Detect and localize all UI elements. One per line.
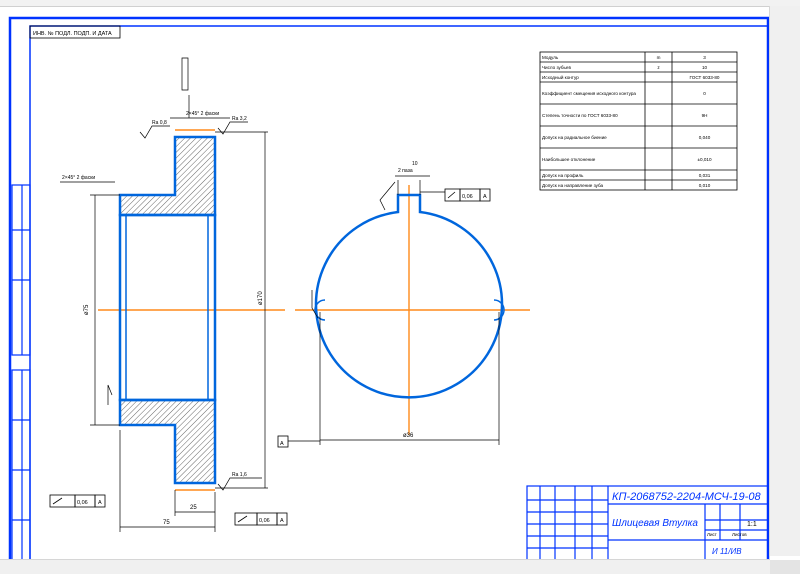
top-left-stamp-text: ИНВ. № ПОДЛ. ПОДП. И ДАТА bbox=[33, 31, 112, 37]
roughness-top-right-label: Ra 3,2 bbox=[232, 116, 247, 122]
param-name: Модуль bbox=[542, 55, 559, 60]
tolerance-frame-left: 0,06 А bbox=[49, 494, 106, 508]
part-name: Шлицевая Втулка bbox=[612, 518, 698, 529]
param-name: Наибольшее отклонение bbox=[542, 157, 596, 162]
roughness-top-label: Ra 0,8 bbox=[152, 120, 167, 126]
drawing-scale: 1:1 bbox=[747, 521, 757, 528]
tolerance-frame-right: 0,06 А bbox=[444, 188, 491, 202]
param-value: 10 bbox=[702, 65, 708, 70]
param-value: 0,031 bbox=[699, 173, 711, 178]
hub-width-label: 25 bbox=[190, 505, 197, 511]
keyway-width-label: 10 bbox=[412, 161, 418, 167]
horizontal-scrollbar[interactable] bbox=[0, 559, 770, 574]
hatch-upper bbox=[118, 135, 217, 217]
inner-diameter-label: ø75 bbox=[84, 304, 90, 315]
viewer-top-bar bbox=[0, 0, 800, 7]
param-value: ГОСТ 6033-80 bbox=[690, 75, 720, 80]
sheet-border bbox=[8, 16, 770, 560]
outer-diameter-label: ø170 bbox=[258, 291, 264, 305]
svg-text:0,06: 0,06 bbox=[77, 500, 88, 506]
param-name: Коэффициент смещения исходного контура bbox=[542, 91, 636, 96]
group-code: И 11/ИВ bbox=[712, 547, 742, 556]
svg-text:А: А bbox=[98, 500, 102, 506]
left-side-stamp bbox=[11, 184, 31, 560]
param-name: Допуск на радиальное биение bbox=[542, 135, 607, 140]
chamfer-left-label: 2×45° 2 фаски bbox=[62, 175, 95, 181]
chamfer-top-label: 2×45° 2 фаски bbox=[186, 111, 219, 117]
drawing-designation: КП-2068752-2204-МСЧ-19-08 bbox=[612, 491, 761, 503]
param-name: Исходный контур bbox=[542, 74, 579, 80]
roughness-bottom-label: Ra 1,6 bbox=[232, 472, 247, 478]
datum-box: А bbox=[277, 435, 320, 448]
sheets-label: Листов bbox=[732, 532, 747, 537]
svg-text:0,06: 0,06 bbox=[462, 194, 473, 200]
param-value: 0 bbox=[703, 91, 706, 96]
param-value: 9H bbox=[702, 113, 708, 118]
top-left-stamp bbox=[29, 25, 121, 39]
svg-text:0,06: 0,06 bbox=[259, 518, 270, 524]
svg-text:А: А bbox=[280, 441, 284, 447]
param-symbol: m bbox=[657, 55, 661, 60]
scrollbar-corner bbox=[770, 560, 800, 574]
svg-text:А: А bbox=[483, 194, 487, 200]
param-value: 0,010 bbox=[699, 183, 711, 188]
hub-outline bbox=[314, 193, 504, 399]
param-name: Допуск на направление зуба bbox=[542, 183, 604, 188]
title-block bbox=[526, 485, 769, 560]
inner-frame bbox=[29, 25, 769, 560]
section-view bbox=[118, 129, 217, 491]
hatch-lower bbox=[118, 398, 217, 485]
param-value: ±0,010 bbox=[697, 157, 711, 162]
bore-outline bbox=[118, 213, 217, 402]
drawing-sheet: ИНВ. № ПОДЛ. ПОДП. И ДАТА Модуль m 3Число … bbox=[8, 16, 770, 560]
param-name: Допуск на профиль bbox=[542, 173, 584, 178]
param-symbol: z bbox=[657, 65, 660, 70]
sheet-label: Лист bbox=[707, 532, 717, 537]
width-label: 75 bbox=[163, 520, 170, 526]
bore-diameter-label: ø36 bbox=[403, 433, 414, 439]
param-name: Число зубьев bbox=[542, 65, 571, 70]
svg-text:А: А bbox=[280, 518, 284, 524]
param-value: 3 bbox=[703, 55, 706, 60]
param-name: Степень точности по ГОСТ 6033-80 bbox=[542, 113, 618, 118]
vertical-scrollbar[interactable] bbox=[769, 6, 800, 556]
param-value: 0,040 bbox=[699, 135, 711, 140]
end-view bbox=[314, 193, 505, 399]
keyway-label: 2 паза bbox=[398, 168, 413, 174]
tolerance-frame-bottom: 0,06 А bbox=[234, 512, 288, 526]
